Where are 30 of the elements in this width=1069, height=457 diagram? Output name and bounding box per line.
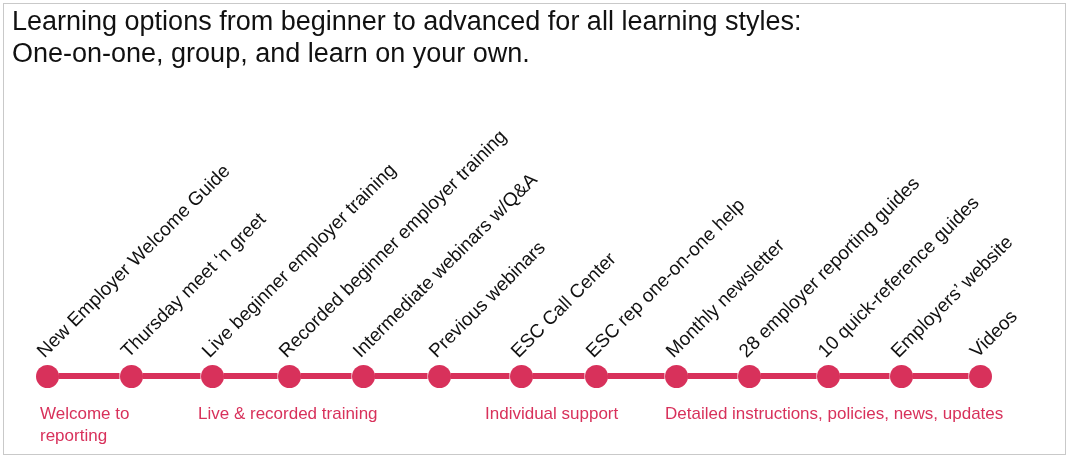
timeline-dot xyxy=(816,364,840,388)
category-label: Live & recorded training xyxy=(198,403,378,425)
connector-line xyxy=(607,373,665,379)
connector-line xyxy=(374,373,428,379)
connector-line xyxy=(912,373,969,379)
connector-line xyxy=(839,373,890,379)
timeline-dot xyxy=(737,364,761,388)
connector-line xyxy=(687,373,738,379)
timeline-dot xyxy=(968,364,992,388)
timeline-dot xyxy=(35,364,59,388)
connector-line xyxy=(58,373,120,379)
timeline-dot xyxy=(664,364,688,388)
timeline-dot xyxy=(509,364,533,388)
connector-line xyxy=(760,373,817,379)
category-label: Welcome to reporting xyxy=(40,403,131,447)
timeline-dot xyxy=(584,364,608,388)
timeline-dot xyxy=(119,364,143,388)
category-label: Individual support xyxy=(485,403,619,425)
connector-line xyxy=(223,373,278,379)
diagram-title: Learning options from beginner to advanced for all learning styles: One-on-one, group, and learn on your own. xyxy=(12,5,803,69)
connector-line xyxy=(142,373,201,379)
timeline-dot xyxy=(427,364,451,388)
connector-line xyxy=(450,373,510,379)
connector-line xyxy=(532,373,585,379)
timeline-dot xyxy=(277,364,301,388)
category-label: Detailed instructions, policies, news, updates xyxy=(665,403,1004,425)
timeline-dot xyxy=(889,364,913,388)
connector-line xyxy=(300,373,352,379)
timeline-dot xyxy=(351,364,375,388)
timeline-dot xyxy=(200,364,224,388)
